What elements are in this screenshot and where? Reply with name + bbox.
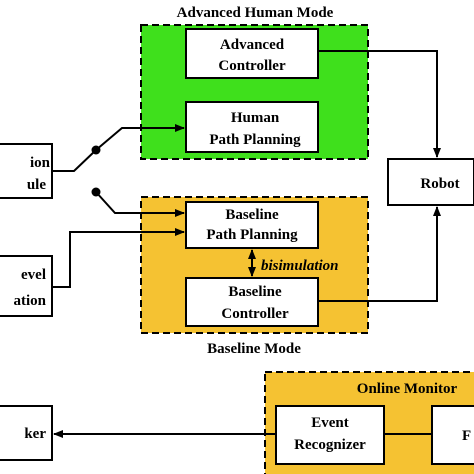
switch-to-baseline-path-arrow: [95, 191, 185, 217]
baseline-controller-line2: Controller: [221, 306, 289, 322]
advanced-controller-line1: Advanced: [220, 37, 285, 53]
switch-module-line1: ion: [30, 155, 51, 171]
robot-label: Robot: [420, 176, 459, 192]
human-path-planning-line2: Path Planning: [209, 132, 301, 148]
switch-input-line: [52, 149, 97, 172]
bottom-left-label: ker: [24, 426, 46, 442]
advanced-mode-title: Advanced Human Mode: [177, 5, 334, 21]
level-module-block: evel ation: [0, 255, 53, 317]
bisimulation-label: bisimulation: [261, 258, 339, 274]
monitor-right-label: F: [462, 428, 471, 444]
baseline-path-planning-line2: Path Planning: [206, 227, 298, 243]
human-path-planning-block: Human Path Planning: [185, 101, 319, 153]
level-module-line2: ation: [13, 293, 46, 309]
human-path-planning-line1: Human: [231, 110, 280, 126]
event-recognizer-line2: Recognizer: [294, 437, 366, 453]
advanced-controller-block: Advanced Controller: [185, 28, 319, 79]
switch-module-block: ion ule: [0, 143, 53, 199]
baseline-controller-to-robot-arrow: [318, 206, 441, 302]
baseline-controller-line1: Baseline: [228, 284, 282, 300]
switch-to-human-path-arrow: [95, 124, 185, 151]
baseline-path-planning-block: Baseline Path Planning: [185, 201, 319, 249]
monitor-right-block: F: [431, 405, 474, 465]
online-monitor-title: Online Monitor: [357, 381, 458, 397]
bottom-left-block: ker: [0, 405, 53, 461]
advanced-controller-to-robot-arrow: [318, 50, 441, 158]
level-to-baseline-path-arrow: [52, 228, 185, 288]
level-module-line1: evel: [21, 267, 46, 283]
event-recognizer-block: Event Recognizer: [275, 405, 385, 465]
robot-block: Robot: [387, 158, 474, 206]
event-recognizer-line1: Event: [311, 415, 349, 431]
baseline-mode-title: Baseline Mode: [207, 341, 301, 357]
advanced-controller-line2: Controller: [218, 58, 286, 74]
switch-module-line2: ule: [27, 177, 47, 193]
baseline-path-planning-line1: Baseline: [225, 207, 279, 223]
baseline-controller-block: Baseline Controller: [185, 277, 319, 327]
